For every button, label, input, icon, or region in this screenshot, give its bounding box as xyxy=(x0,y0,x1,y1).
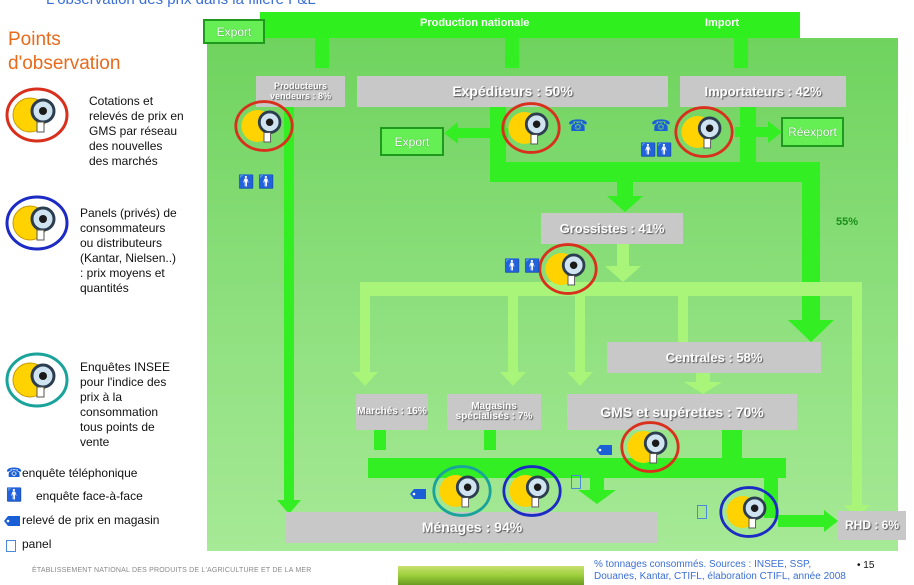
flow-arrow xyxy=(360,296,370,374)
production-label: Production nationale xyxy=(420,17,530,29)
flow-band xyxy=(360,282,802,296)
flow-arrow xyxy=(315,38,329,68)
legend-item-text: Panels (privés) de consommateurs ou dist… xyxy=(80,206,177,295)
export-mid-box: Export xyxy=(380,127,444,156)
footer-gradient-bar xyxy=(398,566,584,585)
legend-symbol-text: enquête face-à-face xyxy=(36,489,143,503)
flow-arrow-head xyxy=(277,500,301,514)
observation-eye-icon xyxy=(5,195,69,251)
legend-title: Points d'observation xyxy=(8,29,121,74)
telephone-icon: ☎ xyxy=(568,118,588,135)
flow-arrow xyxy=(740,107,756,162)
gms-box: GMS et supérettes : 70% xyxy=(567,394,797,430)
person-icon: 🚹 xyxy=(504,258,521,273)
person-icon: 🚹 xyxy=(656,142,673,157)
price-tag-icon xyxy=(4,516,20,526)
org-footer: ÉTABLISSEMENT NATIONAL DES PRODUITS DE L… xyxy=(32,567,312,574)
flow-arrow xyxy=(484,430,496,450)
importateurs-box: Importateurs : 42% xyxy=(680,76,846,107)
panel-icon xyxy=(697,505,707,519)
flow-arrow-head xyxy=(352,372,378,386)
telephone-icon: ☎ xyxy=(6,465,23,480)
flow-arrow xyxy=(852,446,862,508)
production-bar xyxy=(260,12,800,38)
flow-arrow-head xyxy=(500,372,526,386)
flow-arrow xyxy=(617,244,629,270)
legend-symbol-text: enquête téléphonique xyxy=(22,466,138,480)
flow-arrow-head xyxy=(578,490,616,504)
rhd-box: RHD : 6% xyxy=(838,511,906,540)
flow-arrow xyxy=(678,296,688,342)
person-icon: 🚹 xyxy=(6,487,23,502)
observation-eye-icon xyxy=(674,106,734,158)
page-title: L'observation des prix dans la filière F… xyxy=(46,0,316,8)
flow-band xyxy=(490,162,820,182)
panel-icon xyxy=(571,475,581,489)
observation-eye-icon xyxy=(538,243,598,295)
page-number: • 15 xyxy=(857,560,875,571)
observation-eye-icon xyxy=(432,465,492,517)
flow-arrow-head xyxy=(607,196,643,212)
grossistes-box: Grossistes : 41% xyxy=(541,213,683,244)
flow-arrow-head xyxy=(605,266,641,282)
legend-symbol-text: panel xyxy=(22,537,52,551)
telephone-icon: ☎ xyxy=(651,118,671,135)
person-icon: 🚹 xyxy=(258,174,275,189)
expediteurs-box: Expéditeurs : 50% xyxy=(357,76,668,107)
centrales-box: Centrales : 58% xyxy=(607,342,821,373)
flow-arrow xyxy=(575,296,585,374)
flow-arrow xyxy=(778,515,826,527)
flow-arrow xyxy=(722,430,742,458)
person-icon: 🚹 xyxy=(524,258,541,273)
flow-arrow-head xyxy=(567,372,593,386)
legend-symbol-text: relevé de prix en magasin xyxy=(22,513,160,527)
flow-arrow-head xyxy=(444,122,458,144)
flow-arrow xyxy=(456,128,508,138)
source-note: % tonnages consommés. Sources : INSEE, S… xyxy=(594,559,846,582)
flow-band xyxy=(802,282,862,296)
observation-eye-icon xyxy=(5,352,69,408)
reexport-box: Réexport xyxy=(781,117,844,147)
flow-arrow-head xyxy=(684,382,722,394)
flow-arrow xyxy=(508,296,518,374)
export-top-box: Export xyxy=(203,19,265,44)
panel-icon xyxy=(6,540,16,552)
person-icon: 🚹 xyxy=(640,142,657,157)
import-label: Import xyxy=(705,17,740,29)
flow-arrow xyxy=(505,38,519,68)
flow-arrow xyxy=(802,162,820,324)
flow-arrow xyxy=(852,296,862,448)
price-tag-icon xyxy=(596,445,612,455)
flow-arrow xyxy=(734,38,748,68)
observation-eye-icon xyxy=(5,87,69,143)
marches-box: Marchés : 16% xyxy=(356,394,428,430)
legend-item-text: Cotations et relevés de prix en GMS par … xyxy=(89,94,184,168)
magasins-box: Magasins spécialisés : 7% xyxy=(447,394,541,430)
flow-arrow-head xyxy=(768,121,782,143)
flow-arrow xyxy=(617,182,633,200)
observation-eye-icon xyxy=(234,100,294,152)
flow-arrow-head xyxy=(788,320,834,342)
observation-eye-icon xyxy=(502,465,562,517)
price-tag-icon xyxy=(410,489,426,499)
observation-eye-icon xyxy=(620,421,680,473)
flow-arrow-head xyxy=(824,510,838,532)
menages-box: Ménages : 94% xyxy=(286,512,658,543)
observation-eye-icon xyxy=(501,102,561,154)
pct-55-label: 55% xyxy=(836,216,859,228)
flow-arrow xyxy=(284,107,294,502)
legend-item-text: Enquêtes INSEE pour l'indice des prix à … xyxy=(80,360,171,449)
flow-band xyxy=(368,458,786,478)
flow-arrow xyxy=(490,107,506,162)
observation-eye-icon xyxy=(719,486,779,538)
flow-arrow xyxy=(374,430,386,450)
person-icon: 🚹 xyxy=(238,174,255,189)
